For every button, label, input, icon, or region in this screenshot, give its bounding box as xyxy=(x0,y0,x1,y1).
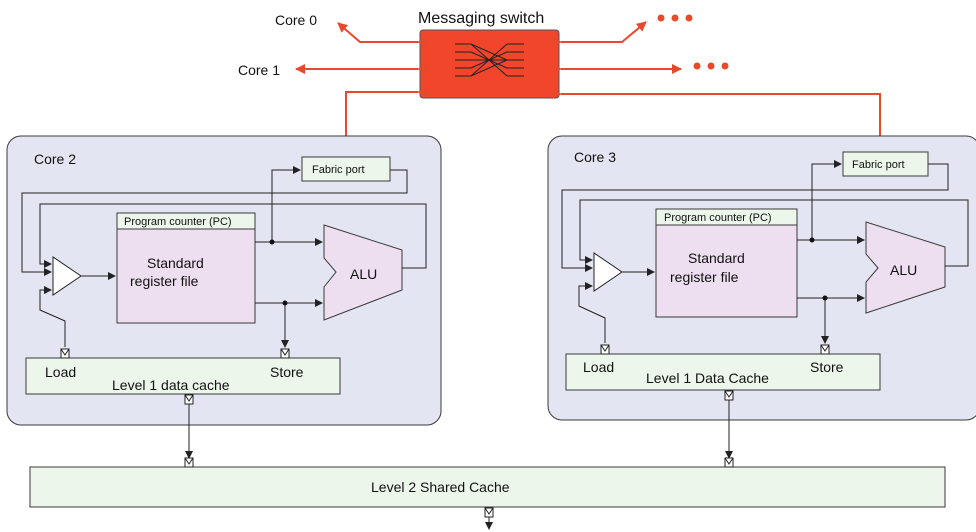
core2-ports xyxy=(60,348,290,405)
l2-cache-box xyxy=(29,466,946,508)
core3-l1-cache-label: Level 1 Data Cache xyxy=(646,370,769,386)
core3: Core 3 Fabric port Program counter (PC) … xyxy=(547,135,976,421)
core3-alu-label: ALU xyxy=(890,262,917,278)
core3-register-file-line1: Standard xyxy=(688,250,745,266)
switch-box xyxy=(419,29,560,99)
core3-alu xyxy=(865,221,946,314)
core2-alu xyxy=(323,224,403,321)
core2-program-counter-label: Program counter (PC) xyxy=(124,216,232,228)
more-cores-bottom-ellipsis xyxy=(693,62,729,70)
core2-title: Core 2 xyxy=(34,151,76,167)
core2-store-label: Store xyxy=(270,364,304,380)
core3-register-file-line2: register file xyxy=(670,269,739,285)
core3-ports xyxy=(600,344,830,401)
switch-crossbar-icon xyxy=(455,43,524,77)
core2-l1-cache xyxy=(25,357,341,395)
core2-fabric-port-label: Fabric port xyxy=(312,164,365,176)
core2-wires xyxy=(21,166,427,348)
core2-program-counter xyxy=(116,212,256,230)
link-core0 xyxy=(337,22,427,47)
core2-register-file-line1: Standard xyxy=(147,255,204,271)
core1-label: Core 1 xyxy=(238,62,280,78)
more-cores-top-ellipsis xyxy=(657,14,693,22)
core2-l1-cache-label: Level 1 data cache xyxy=(112,377,230,393)
core2-fabric-port xyxy=(301,156,391,182)
l2-ports xyxy=(184,457,734,518)
messaging-switch-title: Messaging switch xyxy=(418,10,544,27)
link-core3-fabric xyxy=(552,89,885,156)
l2-cache-label: Level 2 Shared Cache xyxy=(371,479,510,495)
core2-mux xyxy=(52,256,82,296)
core2: Core 2 Fabric port Program counter (PC) … xyxy=(6,135,442,426)
core3-fabric-port xyxy=(842,151,929,177)
link-more-top xyxy=(552,21,647,47)
core2-load-label: Load xyxy=(45,364,76,380)
core0-label: Core 0 xyxy=(275,12,317,28)
core3-mux xyxy=(593,252,623,292)
core2-alu-label: ALU xyxy=(350,266,377,282)
core3-title: Core 3 xyxy=(574,149,616,165)
l2-cache: Level 2 Shared Cache xyxy=(29,400,946,530)
core3-store-label: Store xyxy=(810,359,844,375)
core3-program-counter-label: Program counter (PC) xyxy=(664,212,772,224)
core2-register-file xyxy=(116,212,256,324)
core3-program-counter xyxy=(655,208,798,226)
core3-l1-cache xyxy=(565,353,881,391)
core3-wires xyxy=(561,160,969,344)
messaging-switch: Messaging switch Core 0 Core 1 xyxy=(238,10,885,161)
core2-register-file-line2: register file xyxy=(130,273,199,289)
core3-fabric-port-label: Fabric port xyxy=(852,159,905,171)
core3-load-label: Load xyxy=(583,359,614,375)
